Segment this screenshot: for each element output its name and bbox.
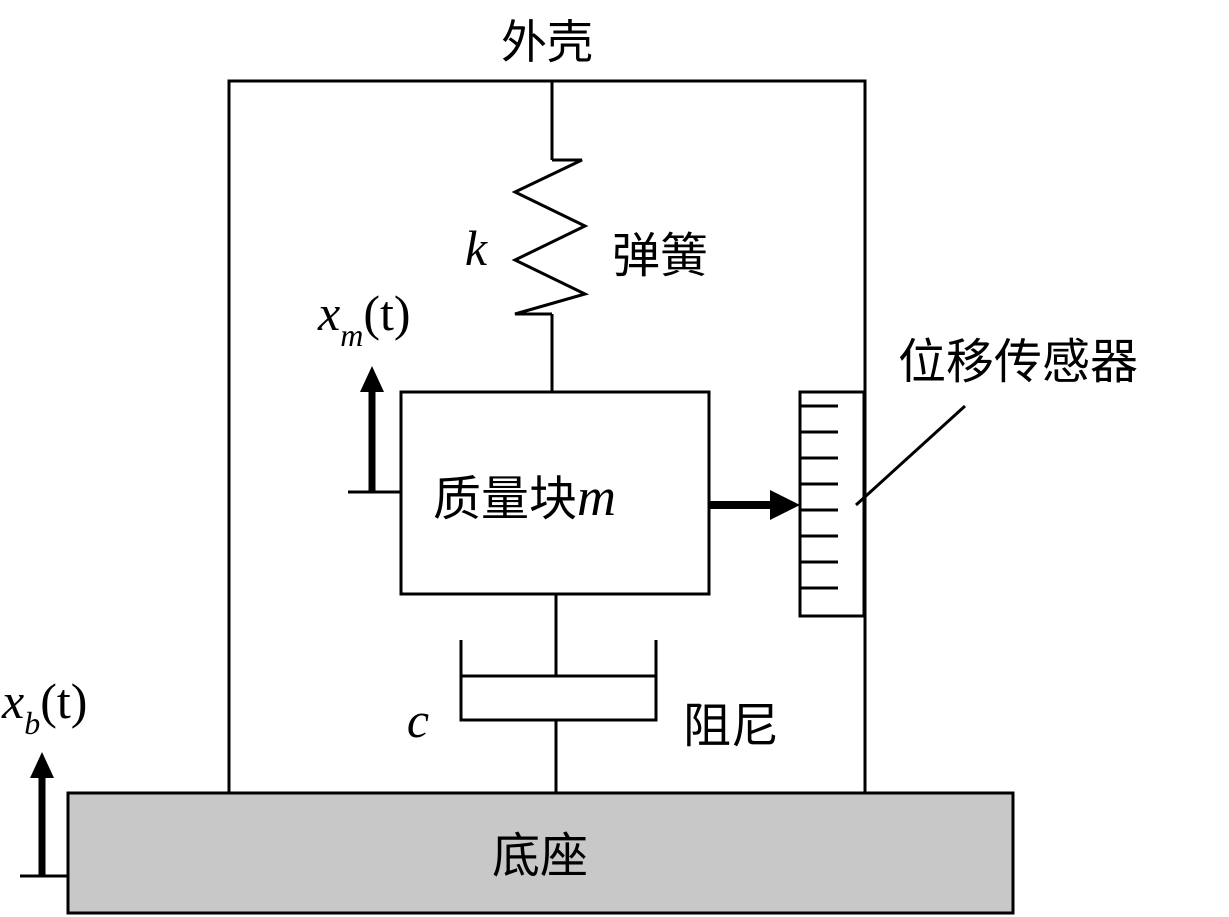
mass-to-sensor-arrowhead bbox=[770, 490, 800, 520]
damping-coefficient-symbol: c bbox=[407, 692, 429, 748]
sensor-scale-ticks bbox=[800, 404, 838, 590]
base-displacement-symbol: xb(t) bbox=[1, 673, 87, 741]
base-displacement-arrowhead bbox=[30, 752, 54, 778]
displacement-sensor bbox=[798, 390, 866, 618]
housing-label: 外壳 bbox=[501, 15, 593, 69]
spring-constant-symbol: k bbox=[465, 220, 488, 276]
mass-label: 质量块m bbox=[433, 467, 616, 527]
base-block bbox=[66, 791, 1015, 915]
damper-label: 阻尼 bbox=[683, 698, 779, 754]
spring-coil bbox=[511, 158, 590, 316]
mass-displacement-symbol: xm(t) bbox=[317, 285, 411, 353]
mass-displacement-arrowhead bbox=[360, 366, 384, 392]
base-label: 底座 bbox=[492, 828, 588, 884]
sensor-label: 位移传感器 bbox=[898, 334, 1138, 390]
damper-cylinder bbox=[459, 640, 658, 722]
sensor-leader-line bbox=[854, 404, 967, 507]
spring-label: 弹簧 bbox=[612, 228, 708, 284]
mass-block bbox=[399, 390, 711, 596]
